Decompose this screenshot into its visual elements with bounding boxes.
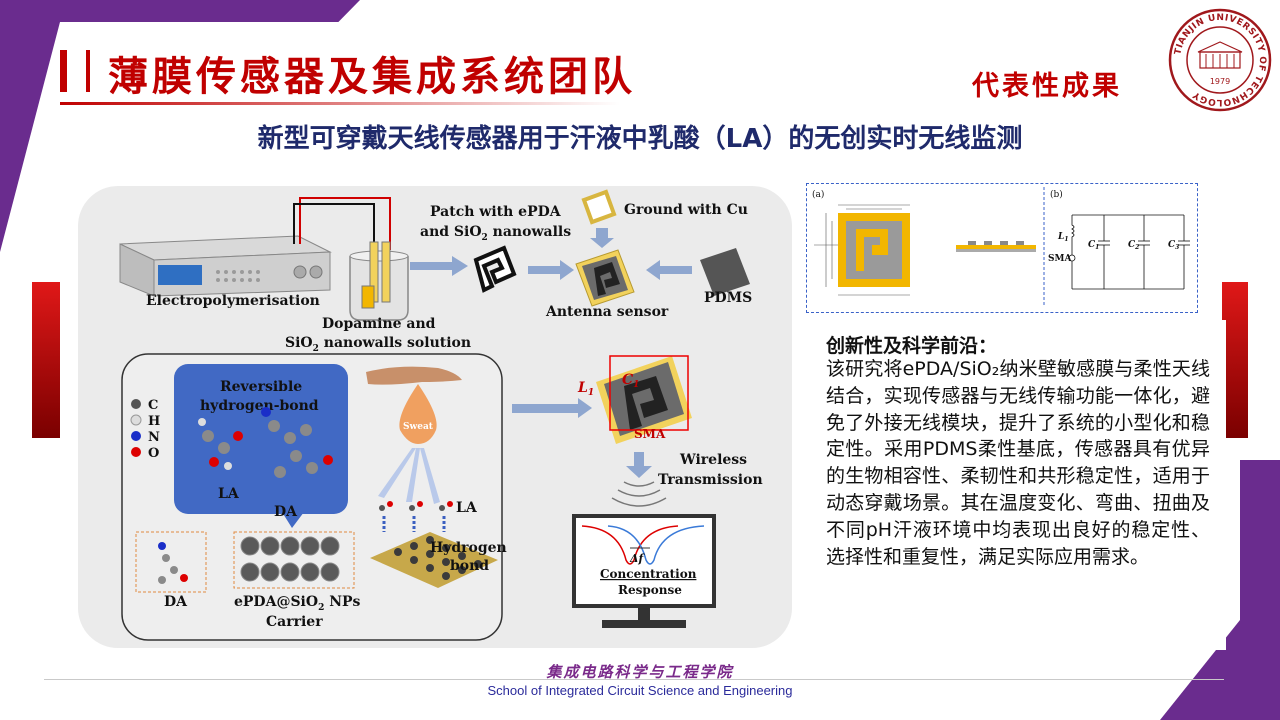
hydrogen-bond-callout xyxy=(174,364,348,514)
slide-subtitle: 新型可穿戴天线传感器用于汗液中乳酸（LA）的无创实时无线监测 xyxy=(257,124,1023,154)
arrow-down-ground xyxy=(590,228,614,248)
label-concentration: Concentration xyxy=(600,567,697,581)
ground-copper-icon xyxy=(581,189,617,225)
label-ground: Ground with Cu xyxy=(624,202,748,218)
instrument-icon xyxy=(119,235,332,297)
arrow-to-wearable xyxy=(512,398,592,418)
footer-school-chinese: 集成电路科学与工程学院 xyxy=(546,663,734,681)
lc-circuit-drawing xyxy=(1068,214,1190,290)
label-delta-f: Δf xyxy=(629,552,646,565)
side-accent-right xyxy=(1222,282,1248,438)
side-accent-left xyxy=(32,282,60,438)
label-carrier-line1: ePDA@SiO2 NPs xyxy=(234,594,361,613)
label-da: DA xyxy=(274,504,298,520)
inset-label-c3: C3 xyxy=(1168,240,1179,251)
title-accent-bar xyxy=(60,50,67,92)
label-electropolymerisation: Electropolymerisation xyxy=(146,293,320,309)
label-wireless-line2: Transmission xyxy=(658,472,763,488)
innovation-panel xyxy=(806,320,1226,650)
seal-year: 1979 xyxy=(1210,77,1230,86)
label-sma: SMA xyxy=(634,427,666,441)
inset-label-b: (b) xyxy=(1050,189,1063,200)
innovation-body: 该研究将ePDA/SiO₂纳米壁敏感膜与柔性天线结合，实现传感器与无线传输功能一… xyxy=(826,358,1210,568)
arrow-from-pdms xyxy=(646,260,692,280)
wireless-signal-icon xyxy=(611,481,667,507)
equivalent-circuit-figure: (a) (b) L1 C1 C2 C3 xyxy=(812,187,1190,307)
equivalent-circuit-overlay xyxy=(609,355,689,431)
inset-label-l1: L1 xyxy=(1057,232,1069,243)
sensor-schematic-figure: Electropolymerisation Dopamine and SiO2 … xyxy=(119,189,763,641)
label-antenna-sensor: Antenna sensor xyxy=(545,304,669,320)
da-inset-box xyxy=(135,531,207,593)
antenna-dimension-drawing xyxy=(814,204,1036,296)
label-wireless-line1: Wireless xyxy=(679,452,747,468)
monitor-icon xyxy=(572,514,716,628)
label-reversible-line2: hydrogen-bond xyxy=(200,398,319,414)
label-solution-line2: SiO2 nanowalls solution xyxy=(285,335,471,354)
label-carrier-line2: Carrier xyxy=(266,614,323,630)
label-response: Response xyxy=(618,583,682,597)
nanowall-substrate xyxy=(370,532,498,588)
label-c1: C1 xyxy=(622,372,639,390)
molecule-da-inset xyxy=(158,542,188,584)
patch-antenna-shape xyxy=(473,245,517,293)
sweat-rays xyxy=(378,448,440,504)
title-underline xyxy=(60,102,620,105)
corner-decoration-top-left xyxy=(0,0,360,22)
molecule-da xyxy=(261,407,333,478)
arrow-to-patch xyxy=(410,256,468,276)
label-patch-line2: and SiO2 nanowalls xyxy=(420,224,571,243)
inset-label-a: (a) xyxy=(812,189,824,200)
label-hydrogen-bond-line1: Hydrogen xyxy=(430,540,507,556)
legend-c: C xyxy=(148,398,158,413)
label-reversible-line1: Reversible xyxy=(220,379,302,395)
arm-icon xyxy=(366,366,462,385)
label-l1: L1 xyxy=(577,380,594,398)
sweat-drop-icon xyxy=(399,384,437,444)
la-molecules-row xyxy=(379,501,453,532)
carrier-particles xyxy=(240,536,340,582)
inset-label-c1: C1 xyxy=(1088,240,1099,251)
molecule-la xyxy=(198,418,243,470)
pdms-substrate-icon xyxy=(700,248,750,296)
innovation-heading: 创新性及科学前沿： xyxy=(826,335,998,357)
title-accent-bar-thin xyxy=(86,50,90,92)
inset-label-c2: C2 xyxy=(1128,240,1139,251)
legend-n: N xyxy=(148,430,160,445)
footer-school-english: School of Integrated Circuit Science and… xyxy=(487,683,793,698)
label-patch-line1: Patch with ePDA xyxy=(430,204,562,220)
corner-decoration-bottom-right xyxy=(1240,460,1280,720)
electrode-wires xyxy=(293,197,391,250)
label-da-2: DA xyxy=(164,594,188,610)
label-la-2: LA xyxy=(456,500,478,516)
atom-legend: C H N O xyxy=(130,398,160,461)
wearable-antenna-film xyxy=(604,362,684,436)
carrier-inset-box xyxy=(233,531,355,589)
inset-label-sma: SMA xyxy=(1048,254,1072,264)
beaker-icon xyxy=(349,241,409,321)
arrow-down-wireless xyxy=(626,452,652,478)
label-sweat: Sweat xyxy=(403,422,434,432)
nanowall-pillars xyxy=(394,536,482,580)
legend-o: O xyxy=(148,446,159,461)
university-seal-logo: TIANJIN UNIVERSITY OF TECHNOLOGY 1979 xyxy=(1168,8,1272,112)
label-hydrogen-bond-line2: bond xyxy=(450,558,489,574)
section-label: 代表性成果 xyxy=(972,71,1122,102)
wearable-antenna-trace xyxy=(624,376,668,430)
label-pdms: PDMS xyxy=(704,290,752,306)
arrow-to-antenna xyxy=(528,260,574,280)
antenna-sensor-icon xyxy=(575,249,635,307)
legend-h: H xyxy=(148,414,160,429)
team-title: 薄膜传感器及集成系统团队 xyxy=(108,53,636,100)
label-solution-line1: Dopamine and xyxy=(322,316,436,332)
footer-divider xyxy=(44,679,1224,680)
label-la: LA xyxy=(218,486,240,502)
